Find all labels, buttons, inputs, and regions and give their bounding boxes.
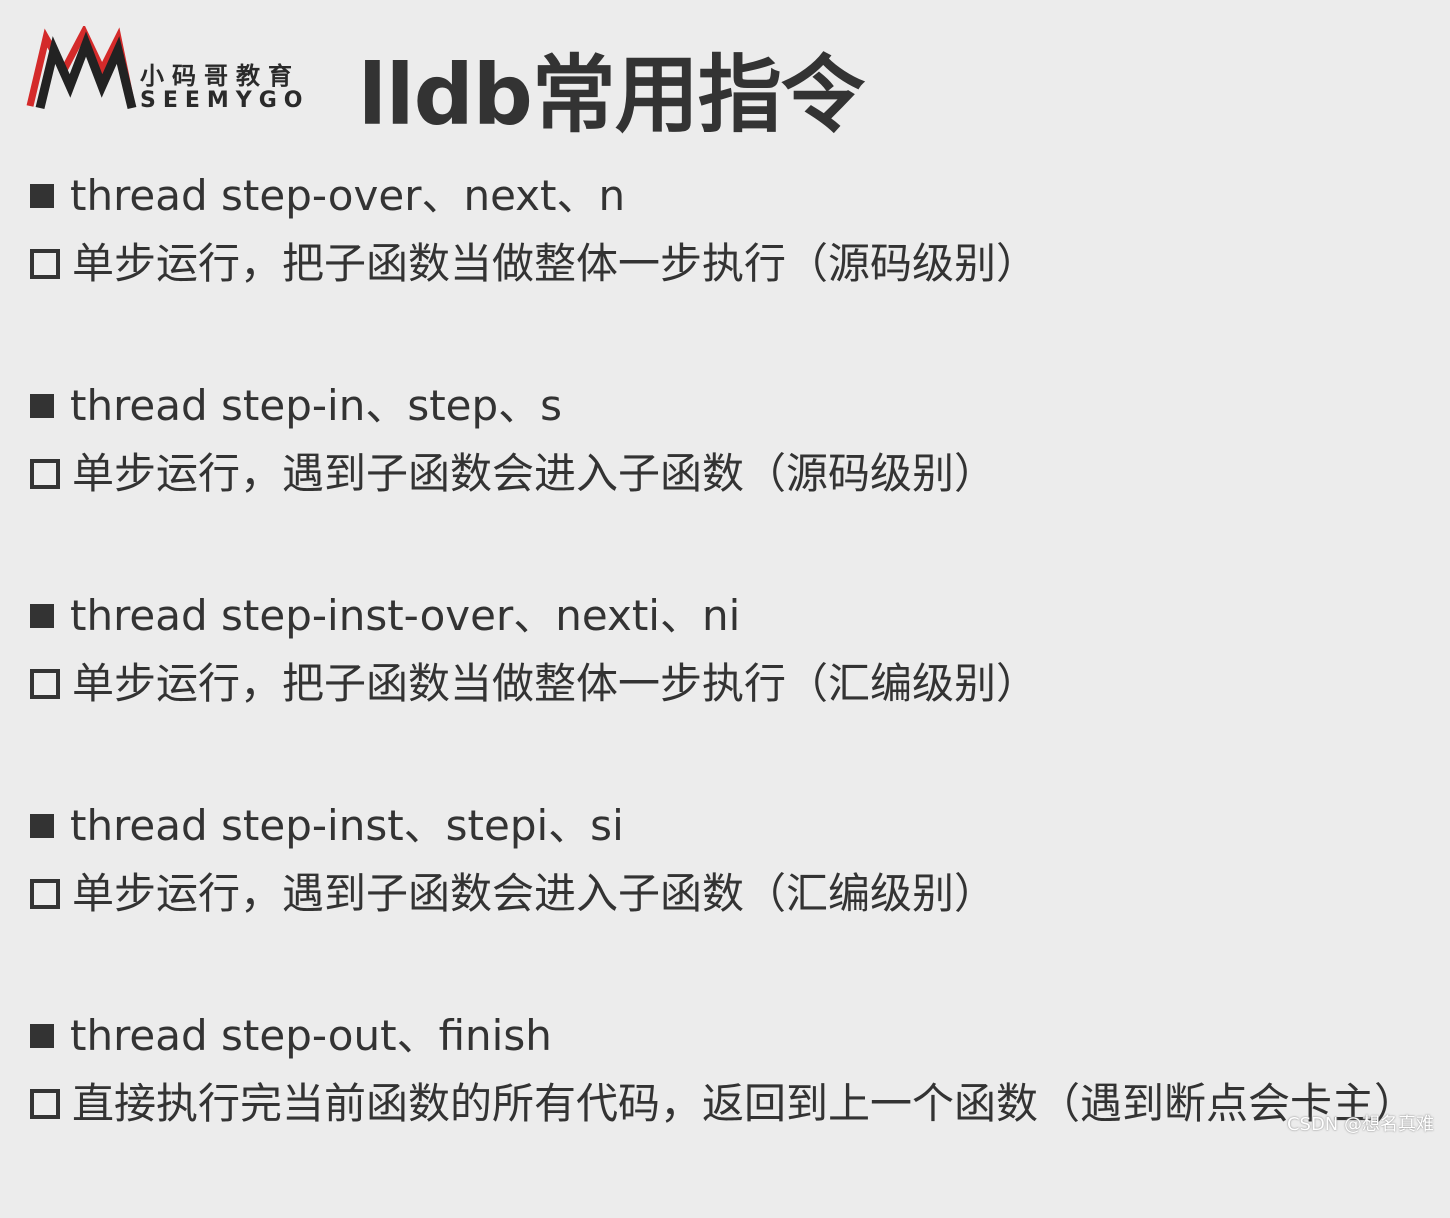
logo-chinese-text: 小码哥教育 xyxy=(140,62,300,90)
filled-square-bullet-icon xyxy=(30,1024,54,1048)
hollow-square-bullet-icon xyxy=(30,879,60,909)
command-item: thread step-inst、stepi、si 单步运行，遇到子函数会进入子… xyxy=(30,798,1430,1008)
description-text: 单步运行，把子函数当做整体一步执行（源码级别） xyxy=(72,239,1039,288)
command-line: thread step-over、next、n xyxy=(30,168,625,224)
filled-square-bullet-icon xyxy=(30,184,54,208)
hollow-square-bullet-icon xyxy=(30,459,60,489)
description-line: 单步运行，把子函数当做整体一步执行（源码级别） xyxy=(30,236,1038,292)
hollow-square-bullet-icon xyxy=(30,669,60,699)
watermark: CSDN @想名真难 xyxy=(1286,1114,1434,1135)
command-line: thread step-inst、stepi、si xyxy=(30,798,624,854)
logo: 小码哥教育 SEEMYGO xyxy=(26,26,316,116)
hollow-square-bullet-icon xyxy=(30,249,60,279)
command-line: thread step-inst-over、nexti、ni xyxy=(30,588,740,644)
command-text: thread step-inst、stepi、si xyxy=(70,801,624,850)
logo-english-text: SEEMYGO xyxy=(140,88,310,113)
description-line: 直接执行完当前函数的所有代码，返回到上一个函数（遇到断点会卡主） xyxy=(30,1076,1416,1132)
command-text: thread step-out、finish xyxy=(70,1011,552,1060)
command-text: thread step-over、next、n xyxy=(70,171,626,220)
description-text: 直接执行完当前函数的所有代码，返回到上一个函数（遇到断点会卡主） xyxy=(72,1079,1417,1128)
command-item: thread step-out、finish 直接执行完当前函数的所有代码，返回… xyxy=(30,1008,1430,1218)
filled-square-bullet-icon xyxy=(30,604,54,628)
description-text: 单步运行，遇到子函数会进入子函数（汇编级别） xyxy=(72,869,997,918)
command-text: thread step-inst-over、nexti、ni xyxy=(70,591,741,640)
command-item: thread step-in、step、s 单步运行，遇到子函数会进入子函数（源… xyxy=(30,378,1430,588)
command-list: thread step-over、next、n 单步运行，把子函数当做整体一步执… xyxy=(30,168,1430,1218)
hollow-square-bullet-icon xyxy=(30,1089,60,1119)
header: 小码哥教育 SEEMYGO lldb常用指令 xyxy=(26,22,1026,144)
command-item: thread step-over、next、n 单步运行，把子函数当做整体一步执… xyxy=(30,168,1430,378)
command-line: thread step-in、step、s xyxy=(30,378,562,434)
filled-square-bullet-icon xyxy=(30,394,54,418)
command-text: thread step-in、step、s xyxy=(70,381,563,430)
description-line: 单步运行，把子函数当做整体一步执行（汇编级别） xyxy=(30,656,1038,712)
command-line: thread step-out、finish xyxy=(30,1008,552,1064)
description-text: 单步运行，把子函数当做整体一步执行（汇编级别） xyxy=(72,659,1039,708)
command-item: thread step-inst-over、nexti、ni 单步运行，把子函数… xyxy=(30,588,1430,798)
page-title: lldb常用指令 xyxy=(358,46,865,144)
description-line: 单步运行，遇到子函数会进入子函数（源码级别） xyxy=(30,446,996,502)
description-line: 单步运行，遇到子函数会进入子函数（汇编级别） xyxy=(30,866,996,922)
description-text: 单步运行，遇到子函数会进入子函数（源码级别） xyxy=(72,449,997,498)
filled-square-bullet-icon xyxy=(30,814,54,838)
logo-mark-icon xyxy=(26,26,137,110)
